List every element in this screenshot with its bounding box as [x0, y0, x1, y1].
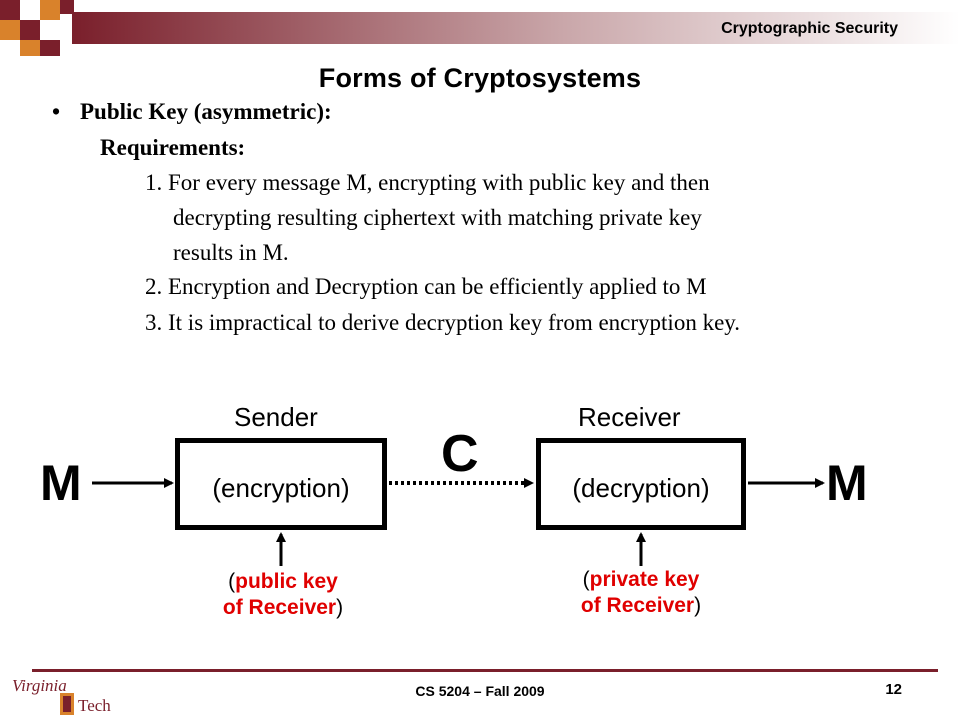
virginia-tech-logo-graphic: Virginia Tech: [12, 676, 111, 715]
requirement-1-line-1: 1. For every message M, encrypting with …: [145, 170, 710, 195]
public-key-owner-text: of Receiver: [222, 596, 337, 619]
public-key-label: (public key of Receiver): [183, 569, 383, 621]
diagram-arrows: [92, 478, 825, 566]
bullet-dot-icon: •: [52, 99, 61, 124]
private-key-label: (private key of Receiver): [541, 567, 741, 619]
page-number: 12: [885, 681, 902, 698]
encryption-label: (encryption): [212, 473, 350, 503]
bullet-item: • Public Key (asymmetric):: [52, 99, 332, 125]
requirements-label: Requirements:: [100, 135, 246, 160]
svg-text:Virginia: Virginia: [12, 676, 67, 695]
open-paren: (: [582, 568, 590, 591]
footer-divider: [32, 669, 938, 672]
close-paren: ): [694, 594, 702, 617]
svg-text:Tech: Tech: [78, 696, 111, 715]
public-key-line-2: of Receiver): [183, 595, 383, 621]
private-key-line-1: (private key: [541, 567, 741, 593]
header-decoration: [0, 0, 960, 60]
private-key-text: private key: [589, 568, 700, 591]
decryption-box: (decryption): [536, 438, 746, 530]
receiver-label: Receiver: [578, 402, 681, 432]
requirement-2: 2. Encryption and Decryption can be effi…: [145, 274, 707, 299]
requirement-3: 3. It is impractical to derive decryptio…: [145, 310, 741, 335]
public-key-line-1: (public key: [183, 569, 383, 595]
header-decoration-graphic: [0, 0, 960, 56]
decryption-label: (decryption): [572, 473, 710, 503]
encryption-box: (encryption): [175, 438, 387, 530]
close-paren: ): [336, 596, 344, 619]
public-key-text: public key: [235, 570, 338, 593]
footer-course: CS 5204 – Fall 2009: [415, 683, 545, 699]
open-paren: (: [228, 570, 236, 593]
private-key-line-2: of Receiver): [541, 593, 741, 619]
public-key-diagram: Sender Receiver (encryption) (decryption…: [0, 380, 960, 660]
virginia-tech-logo: Virginia Tech: [10, 675, 130, 717]
slide-body: •Public Key (asymmetric): Requirements: …: [52, 99, 741, 335]
course-header-title: Cryptographic Security: [721, 20, 898, 37]
requirement-1-line-3: results in M.: [173, 240, 289, 265]
ciphertext-label: C: [441, 425, 479, 483]
bullet-text: Public Key (asymmetric):: [80, 99, 332, 124]
private-key-owner-text: of Receiver: [580, 594, 695, 617]
message-output-label: M: [826, 455, 868, 511]
slide-title: Forms of Cryptosystems: [318, 63, 642, 93]
sender-label: Sender: [234, 402, 318, 432]
message-input-label: M: [40, 455, 82, 511]
requirement-1-line-2: decrypting resulting ciphertext with mat…: [173, 205, 702, 230]
